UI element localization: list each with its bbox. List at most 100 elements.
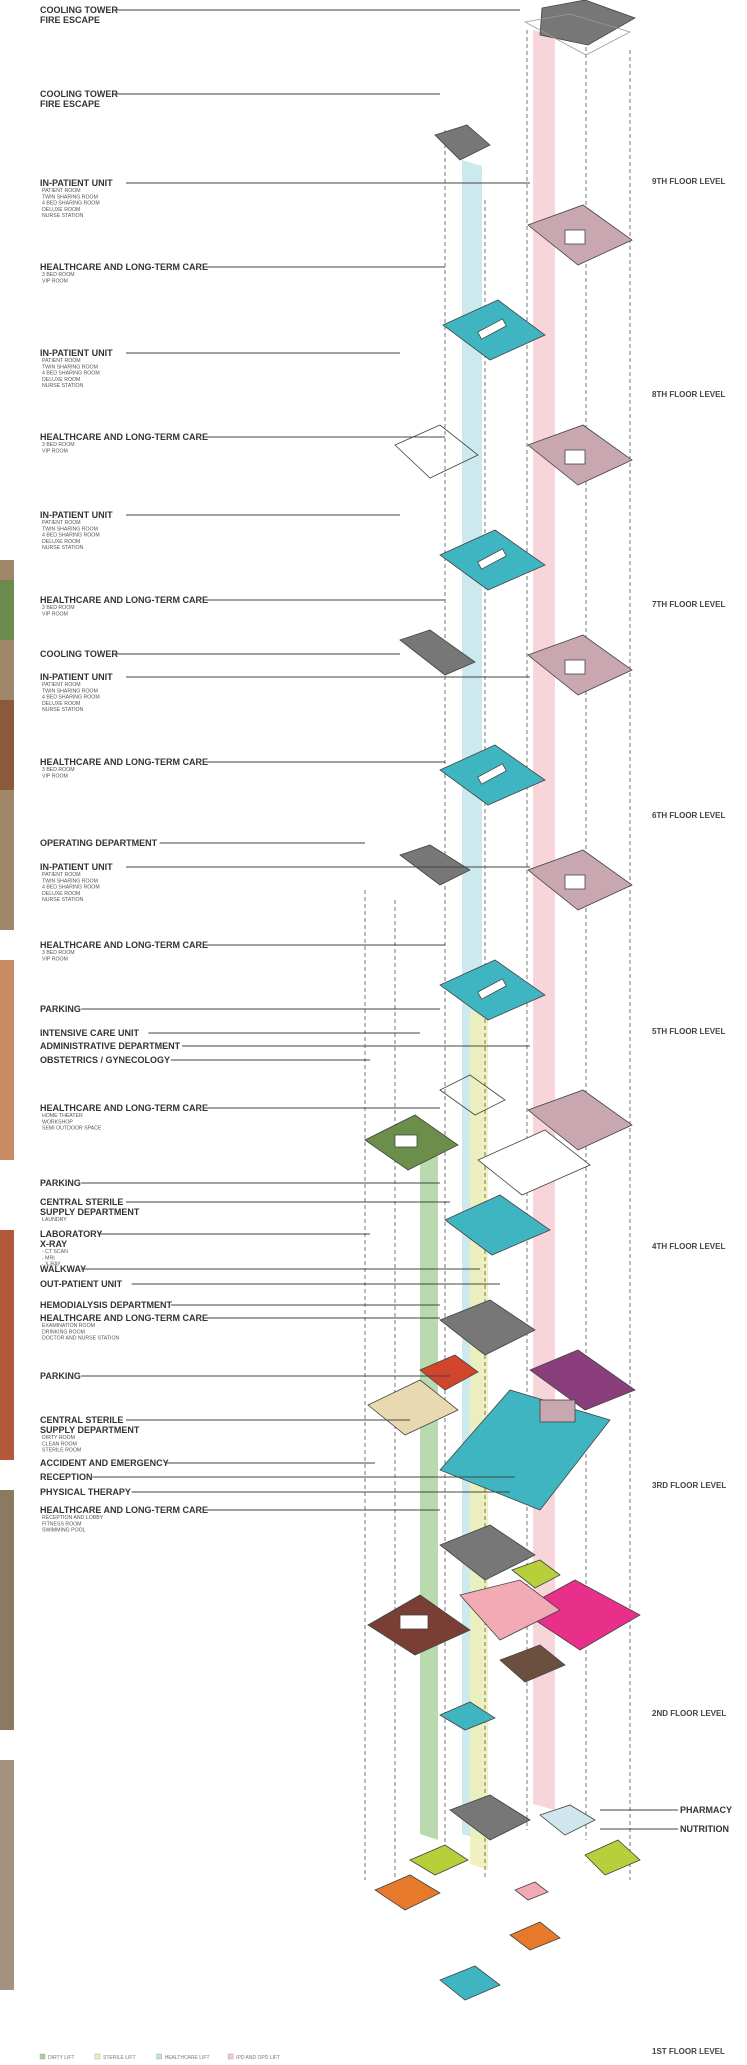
healthcare-lift-shaft — [533, 30, 555, 1810]
label-3: HEALTHCARE AND LONG-TERM CARE — [40, 262, 208, 272]
label-2-sub-1: TWIN SHARING ROOM — [42, 194, 98, 200]
right-label-0: PHARMACY — [680, 1805, 732, 1815]
label-7-sub-1: VIP ROOM — [42, 611, 68, 617]
label-2-sub-0: PATIENT ROOM — [42, 188, 81, 194]
label-12-sub-3: DELUXE ROOM — [42, 891, 80, 897]
label-21-sub2-2: - X-RAY — [42, 1262, 61, 1268]
label-17: OBSTETRICS / GYNECOLOGY — [40, 1055, 170, 1065]
label-25-sub-0: EXAMINATION ROOM — [42, 1323, 95, 1329]
label-15: INTENSIVE CARE UNIT — [40, 1028, 140, 1038]
label-4-sub-4: NURSE STATION — [42, 383, 84, 389]
label-5-sub-1: VIP ROOM — [42, 448, 68, 454]
label-21-extra: X-RAY — [40, 1239, 67, 1249]
label-9-sub-2: 4 BED SHARING ROOM — [42, 695, 100, 701]
label-27-extra: SUPPLY DEPARTMENT — [40, 1425, 140, 1435]
healthcare-1 — [439, 1965, 501, 2001]
label-1-extra: FIRE ESCAPE — [40, 99, 100, 109]
right-label-1: NUTRITION — [680, 1824, 729, 1834]
label-31: HEALTHCARE AND LONG-TERM CARE — [40, 1505, 208, 1515]
label-21-sub2-1: - MRI — [42, 1255, 55, 1261]
label-27-sub-1: CLEAN ROOM — [42, 1441, 77, 1447]
legend-label-1: STERILE LIFT — [103, 2055, 136, 2061]
label-5: HEALTHCARE AND LONG-TERM CARE — [40, 432, 208, 442]
healthcare-5 — [444, 1194, 551, 1256]
out-patient-3 — [499, 1644, 566, 1683]
label-12-sub-2: 4 BED SHARING ROOM — [42, 885, 100, 891]
label-20-extra: SUPPLY DEPARTMENT — [40, 1207, 140, 1217]
label-6-sub-4: NURSE STATION — [42, 545, 84, 551]
label-9: IN-PATIENT UNIT — [40, 672, 113, 682]
nutrition — [584, 1839, 641, 1876]
label-18-sub-1: WORKSHOP — [42, 1119, 73, 1125]
label-9-sub-0: PATIENT ROOM — [42, 682, 81, 688]
label-20: CENTRAL STERILE — [40, 1197, 123, 1207]
label-3-sub-1: VIP ROOM — [42, 278, 68, 284]
label-21: LABORATORY — [40, 1229, 102, 1239]
label-31-sub-2: SWIMMING POOL — [42, 1528, 86, 1534]
floor-level-label-4: 5TH FLOOR LEVEL — [652, 1027, 725, 1036]
lime-block — [511, 1559, 561, 1589]
label-6-sub-1: TWIN SHARING ROOM — [42, 526, 98, 532]
label-14: PARKING — [40, 1004, 81, 1014]
legend-swatch-0 — [39, 2053, 46, 2060]
parking-1 — [449, 1794, 531, 1841]
label-8: COOLING TOWER — [40, 649, 118, 659]
legend-swatch-3 — [227, 2053, 234, 2060]
parking-4 — [439, 1299, 536, 1356]
floor-level-label-8: 1ST FLOOR LEVEL — [652, 2047, 725, 2056]
label-31-sub-1: FITNESS ROOM — [42, 1521, 81, 1527]
label-0: COOLING TOWER — [40, 5, 118, 15]
dirty-lift-shaft — [420, 1150, 438, 1840]
label-9-sub-4: NURSE STATION — [42, 707, 84, 713]
label-4-sub-1: TWIN SHARING ROOM — [42, 364, 98, 370]
label-2: IN-PATIENT UNIT — [40, 178, 113, 188]
label-27-sub-0: DIRTY ROOM — [42, 1435, 75, 1441]
legend-label-0: DIRTY LIFT — [48, 2055, 75, 2061]
floor-level-label-2: 7TH FLOOR LEVEL — [652, 600, 725, 609]
label-19: PARKING — [40, 1178, 81, 1188]
label-11: OPERATING DEPARTMENT — [40, 838, 158, 848]
hemodialysis — [439, 1701, 496, 1731]
label-2-sub-3: DELUXE ROOM — [42, 207, 80, 213]
floor-plates — [364, 0, 641, 2001]
reception-block — [514, 1881, 549, 1901]
floor-level-label-0: 9TH FLOOR LEVEL — [652, 177, 725, 186]
label-7: HEALTHCARE AND LONG-TERM CARE — [40, 595, 208, 605]
label-10: HEALTHCARE AND LONG-TERM CARE — [40, 757, 208, 767]
label-12-sub-1: TWIN SHARING ROOM — [42, 878, 98, 884]
floor-level-label-7: 2ND FLOOR LEVEL — [652, 1709, 726, 1718]
label-2-sub-4: NURSE STATION — [42, 213, 84, 219]
label-3-sub-0: 3 BED ROOM — [42, 272, 75, 278]
floor-level-label-3: 6TH FLOOR LEVEL — [652, 811, 725, 820]
label-22: WALKWAY — [40, 1264, 86, 1274]
label-7-sub-0: 3 BED ROOM — [42, 605, 75, 611]
label-4-sub-0: PATIENT ROOM — [42, 358, 81, 364]
label-30: PHYSICAL THERAPY — [40, 1487, 131, 1497]
left-photo-strip — [0, 560, 14, 1990]
label-29: RECEPTION — [40, 1472, 93, 1482]
label-27-sub-2: STERILE ROOM — [42, 1448, 81, 1454]
label-6-sub-3: DELUXE ROOM — [42, 539, 80, 545]
label-23: OUT-PATIENT UNIT — [40, 1279, 123, 1289]
label-12: IN-PATIENT UNIT — [40, 862, 113, 872]
label-2-sub-2: 4 BED SHARING ROOM — [42, 201, 100, 207]
label-20-sub-0: LAUNDRY — [42, 1217, 67, 1223]
label-18: HEALTHCARE AND LONG-TERM CARE — [40, 1103, 208, 1113]
legend-label-3: IPD AND OPD LIFT — [236, 2055, 280, 2061]
label-18-sub-2: SEMI OUTDOOR SPACE — [42, 1126, 102, 1132]
pharmacy-block — [539, 1804, 596, 1836]
physical-therapy — [509, 1921, 561, 1951]
floor-level-label-6: 3RD FLOOR LEVEL — [652, 1481, 726, 1490]
guide-lines — [364, 30, 631, 1880]
label-25-sub-2: DOCTOR AND NURSE STATION — [42, 1336, 119, 1342]
legend-swatch-1 — [94, 2053, 101, 2060]
opd — [459, 1579, 561, 1641]
label-26: PARKING — [40, 1371, 81, 1381]
floor-level-label-5: 4TH FLOOR LEVEL — [652, 1242, 725, 1251]
label-27: CENTRAL STERILE — [40, 1415, 123, 1425]
label-4-sub-3: DELUXE ROOM — [42, 377, 80, 383]
label-6-sub-2: 4 BED SHARING ROOM — [42, 533, 100, 539]
